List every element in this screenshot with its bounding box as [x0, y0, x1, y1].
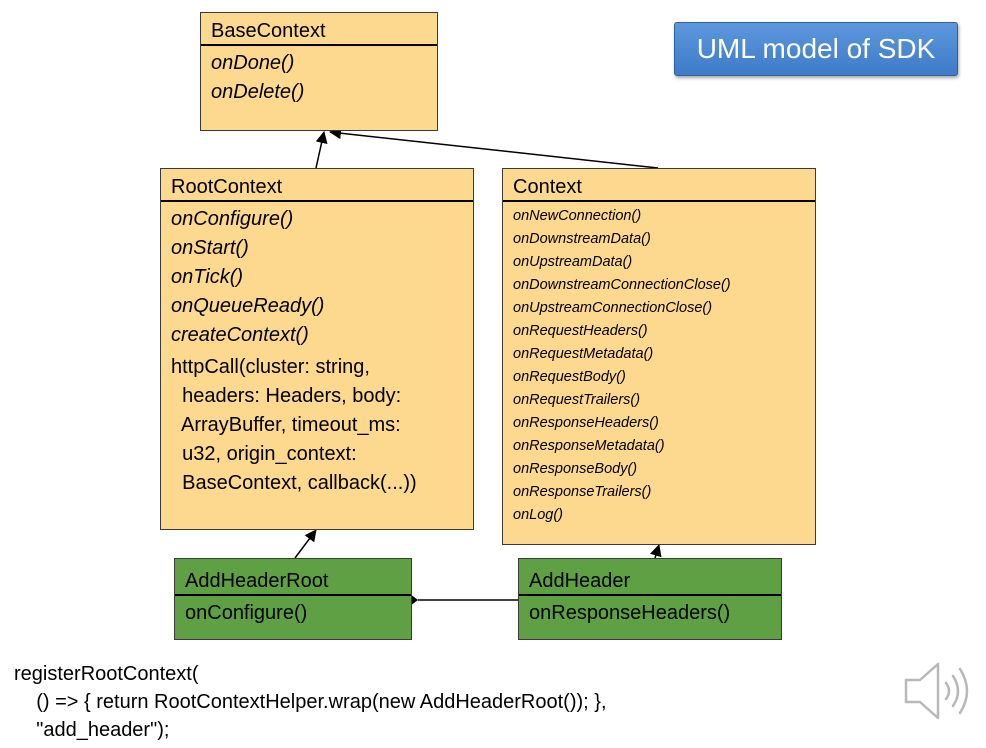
- class-name: AddHeader: [519, 559, 781, 596]
- method: onConfigure(): [185, 602, 308, 624]
- method: onDownstreamData(): [513, 231, 651, 247]
- class-rootcontext: RootContext onConfigure() onStart() onTi…: [160, 168, 474, 530]
- code-line: "add_header");: [14, 719, 170, 741]
- method: onResponseMetadata(): [513, 438, 665, 454]
- inherit-context-to-base: [329, 127, 659, 169]
- http-call-line: BaseContext, callback(...)): [171, 472, 417, 494]
- method: onNewConnection(): [513, 208, 642, 224]
- method: onResponseHeaders(): [513, 415, 659, 431]
- speaker-icon[interactable]: [900, 656, 980, 726]
- http-call-line: httpCall(cluster: string,: [171, 356, 370, 378]
- class-addheader: AddHeader onResponseHeaders(): [518, 558, 782, 640]
- method: onDelete(): [211, 81, 305, 103]
- inherit-addheaderroot-to-root: [294, 529, 317, 559]
- method: onDone(): [211, 52, 295, 74]
- class-name: Context: [503, 169, 815, 202]
- method: onDownstreamConnectionClose(): [513, 277, 731, 293]
- code-line: registerRootContext(: [14, 663, 199, 685]
- method: onTick(): [171, 266, 244, 288]
- class-context: Context onNewConnection() onDownstreamDa…: [502, 168, 816, 545]
- method: onRequestMetadata(): [513, 346, 654, 362]
- method: onRequestHeaders(): [513, 323, 648, 339]
- class-basecontext: BaseContext onDone() onDelete(): [200, 12, 438, 131]
- http-call-line: u32, origin_context:: [171, 443, 357, 465]
- method: onUpstreamConnectionClose(): [513, 300, 713, 316]
- code-snippet: registerRootContext( () => { return Root…: [14, 660, 607, 744]
- class-name: RootContext: [161, 169, 473, 202]
- diagram-title: UML model of SDK: [674, 22, 958, 76]
- method: onResponseTrailers(): [513, 484, 652, 500]
- method: onRequestTrailers(): [513, 392, 641, 408]
- method: onLog(): [513, 507, 563, 523]
- code-line: () => { return RootContextHelper.wrap(ne…: [14, 691, 607, 713]
- method: onConfigure(): [171, 208, 294, 230]
- method: onUpstreamData(): [513, 254, 633, 270]
- http-call-line: ArrayBuffer, timeout_ms:: [171, 414, 401, 436]
- method: onResponseBody(): [513, 461, 638, 477]
- class-name: AddHeaderRoot: [175, 559, 411, 596]
- method: onStart(): [171, 237, 249, 259]
- inherit-addheader-to-context: [650, 544, 662, 559]
- inherit-root-to-base: [315, 131, 328, 169]
- method: onResponseHeaders(): [529, 602, 731, 624]
- http-call-line: headers: Headers, body:: [171, 385, 402, 407]
- method: createContext(): [171, 324, 309, 346]
- class-addheaderroot: AddHeaderRoot onConfigure(): [174, 558, 412, 640]
- class-name: BaseContext: [201, 13, 437, 46]
- method: onQueueReady(): [171, 295, 325, 317]
- method: onRequestBody(): [513, 369, 626, 385]
